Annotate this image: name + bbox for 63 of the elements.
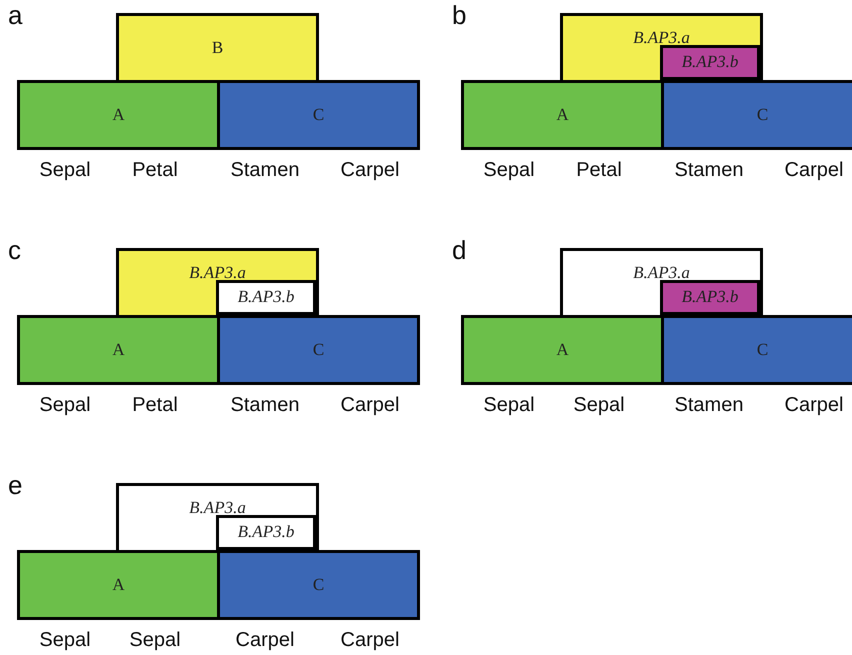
gene-label: B.AP3.a <box>189 263 246 283</box>
whorl-label: Carpel <box>340 394 400 417</box>
panel-letter: d <box>452 235 466 266</box>
c-function-box <box>217 315 420 385</box>
whorl-label: Stamen <box>230 159 300 182</box>
whorl-label: Stamen <box>674 159 744 182</box>
gene-label: A <box>556 105 569 125</box>
gene-label: B.AP3.b <box>682 287 738 307</box>
whorl-label: Petal <box>132 159 178 182</box>
c-function-box <box>661 315 852 385</box>
c-function-box <box>661 80 852 150</box>
gene-label: B.AP3.b <box>238 287 294 307</box>
gene-label: B.AP3.a <box>633 28 690 48</box>
gene-box <box>216 515 316 550</box>
gene-box <box>216 280 316 315</box>
gene-box <box>660 280 760 315</box>
a-function-box <box>17 550 220 620</box>
gene-label: B.AP3.b <box>238 522 294 542</box>
whorl-label: Carpel <box>340 629 400 652</box>
gene-label: B.AP3.b <box>682 52 738 72</box>
gene-label: A <box>112 340 125 360</box>
c-function-box <box>217 550 420 620</box>
whorl-label: Sepal <box>39 159 91 182</box>
whorl-label: Carpel <box>340 159 400 182</box>
gene-label: B <box>212 38 224 58</box>
gene-label: A <box>112 105 125 125</box>
whorl-label: Sepal <box>483 394 535 417</box>
whorl-label: Sepal <box>39 394 91 417</box>
gene-label: C <box>756 105 768 125</box>
gene-label: B.AP3.a <box>189 498 246 518</box>
b-function-box <box>560 13 763 83</box>
panel-letter: e <box>8 470 22 501</box>
c-function-box <box>217 80 420 150</box>
whorl-label: Carpel <box>784 394 844 417</box>
a-function-box <box>17 315 220 385</box>
a-function-box <box>461 80 664 150</box>
whorl-label: Carpel <box>236 629 294 652</box>
gene-label: A <box>556 340 569 360</box>
whorl-label: Sepal <box>39 629 91 652</box>
b-function-box <box>560 248 763 318</box>
gene-label: A <box>112 575 125 595</box>
a-function-box <box>17 80 220 150</box>
whorl-label: Stamen <box>674 394 744 417</box>
gene-label: C <box>756 340 768 360</box>
whorl-label: Stamen <box>230 394 300 417</box>
gene-label: C <box>312 575 324 595</box>
panel-letter: a <box>8 0 22 31</box>
gene-label: B.AP3.a <box>633 263 690 283</box>
whorl-label: Sepal <box>129 629 181 652</box>
whorl-label: Carpel <box>784 159 844 182</box>
whorl-label: Sepal <box>573 394 625 417</box>
gene-label: C <box>312 340 324 360</box>
b-function-box <box>116 483 319 553</box>
whorl-label: Petal <box>132 394 178 417</box>
b-function-box <box>116 13 319 83</box>
whorl-label: Petal <box>576 159 622 182</box>
a-function-box <box>461 315 664 385</box>
panel-letter: b <box>452 0 466 31</box>
panel-letter: c <box>8 235 21 266</box>
whorl-label: Sepal <box>483 159 535 182</box>
b-function-box <box>116 248 319 318</box>
gene-box <box>660 45 760 80</box>
gene-label: C <box>312 105 324 125</box>
